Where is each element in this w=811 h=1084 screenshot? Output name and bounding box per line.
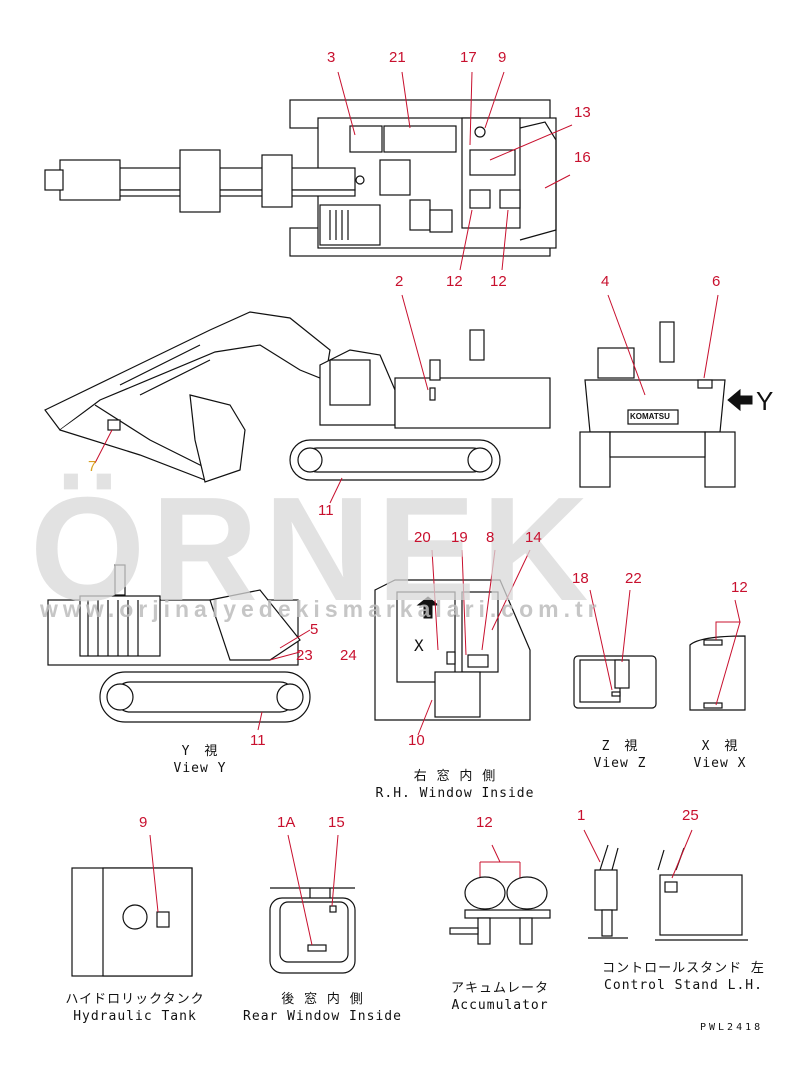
callout-3: 3 <box>327 49 336 66</box>
caption-view-z-en: View Z <box>593 756 647 771</box>
caption-view-y-en: View Y <box>173 761 227 776</box>
accumulator <box>449 861 551 945</box>
callout-17: 17 <box>460 49 477 66</box>
callout-14: 14 <box>525 529 542 546</box>
caption-rear-en: Rear Window Inside <box>243 1009 402 1024</box>
leader-lines <box>94 71 741 946</box>
hydraulic-tank <box>71 867 193 977</box>
drawing-reference: PWL2418 <box>700 1022 764 1033</box>
caption-rear-jp: 後 窓 内 側 <box>281 992 364 1007</box>
callout-22: 22 <box>625 570 642 587</box>
caption-stand-jp: コントロールスタンド 左 <box>602 961 765 976</box>
caption-view-y: Y 視 View Y <box>150 743 250 777</box>
callout-10: 10 <box>408 732 425 749</box>
callout-6: 6 <box>712 273 721 290</box>
callout-12-a: 12 <box>446 273 463 290</box>
callout-23: 23 <box>296 647 313 664</box>
view-x-panel <box>689 635 746 711</box>
brand-plate: KOMATSU <box>630 412 670 421</box>
caption-hydraulic-tank: ハイドロリックタンク Hydraulic Tank <box>60 991 210 1025</box>
callout-11-y: 11 <box>250 732 266 749</box>
rear-view-machine <box>579 321 753 488</box>
cab-x-marker: X <box>414 636 424 655</box>
caption-rh-window-jp: 右 窓 内 側 <box>413 769 497 784</box>
callout-1A: 1A <box>277 814 296 831</box>
top-view-machine <box>44 99 557 257</box>
callout-12-x: 12 <box>731 579 748 596</box>
watermark-url: www.orjinalyedekismarkalari.com.tr <box>40 596 602 622</box>
caption-view-z: Z 視 View Z <box>570 738 670 772</box>
caption-rh-window: 右 窓 内 側 R.H. Window Inside <box>370 768 540 802</box>
callout-19: 19 <box>451 529 468 546</box>
callout-12-b: 12 <box>490 273 507 290</box>
caption-accumulator: アキュムレータ Accumulator <box>440 980 560 1014</box>
caption-stand-en: Control Stand L.H. <box>604 978 763 993</box>
caption-acc-en: Accumulator <box>451 998 549 1013</box>
side-view-machine <box>44 311 551 483</box>
view-y-arrow-label: Y <box>756 386 774 416</box>
watermark-main: ÖRNEK <box>30 467 595 632</box>
view-z-panel <box>573 655 657 709</box>
caption-control-stand: コントロールスタンド 左 Control Stand L.H. <box>596 960 771 994</box>
rear-window <box>269 887 356 974</box>
caption-tank-jp: ハイドロリックタンク <box>65 992 205 1007</box>
callout-16: 16 <box>574 149 591 166</box>
callout-1: 1 <box>577 807 586 824</box>
caption-rear-window: 後 窓 内 側 Rear Window Inside <box>240 991 405 1025</box>
callout-21: 21 <box>389 49 406 66</box>
callout-24: 24 <box>340 647 357 664</box>
callout-18: 18 <box>572 570 589 587</box>
view-y-machine <box>47 564 311 723</box>
caption-view-x: X 視 View X <box>670 738 770 772</box>
caption-acc-jp: アキュムレータ <box>450 981 549 996</box>
callout-8: 8 <box>486 529 495 546</box>
callout-9-tank: 9 <box>139 814 148 831</box>
callout-4: 4 <box>601 273 610 290</box>
callout-13: 13 <box>574 104 591 121</box>
callout-9-top: 9 <box>498 49 507 66</box>
callout-5: 5 <box>310 621 319 638</box>
callout-11-side: 11 <box>318 502 334 519</box>
callout-25: 25 <box>682 807 699 824</box>
callout-12-acc: 12 <box>476 814 493 831</box>
rh-window-cab <box>374 579 531 721</box>
caption-view-z-jp: Z 視 <box>601 739 639 754</box>
caption-rh-window-en: R.H. Window Inside <box>375 786 535 801</box>
callout-15: 15 <box>328 814 345 831</box>
caption-tank-en: Hydraulic Tank <box>73 1009 197 1024</box>
callout-20: 20 <box>414 529 431 546</box>
callout-7: 7 <box>88 458 97 475</box>
control-stand <box>588 844 748 941</box>
caption-view-y-jp: Y 視 <box>181 744 219 759</box>
callout-2: 2 <box>395 273 404 290</box>
caption-view-x-jp: X 視 <box>701 739 739 754</box>
caption-view-x-en: View X <box>693 756 747 771</box>
